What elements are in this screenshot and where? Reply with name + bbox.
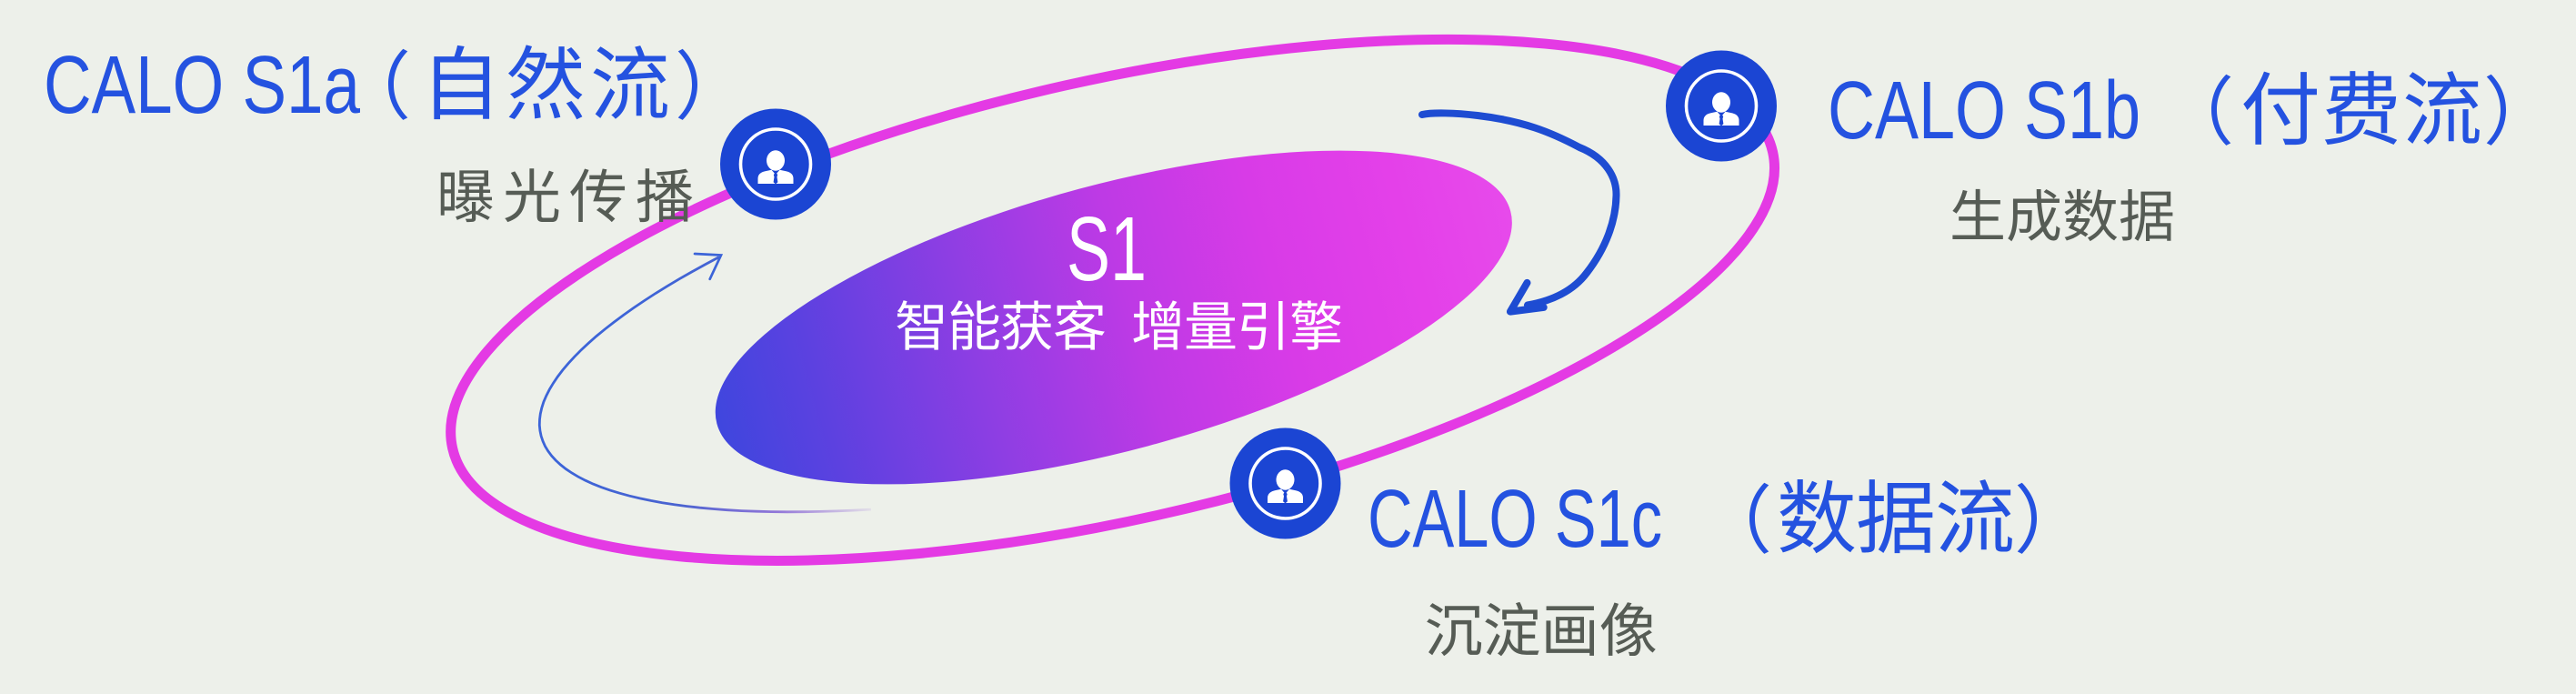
svg-text:CALO S1a: CALO S1a <box>44 40 361 131</box>
svg-text:CALO S1c: CALO S1c <box>1368 474 1662 565</box>
svg-text:CALO S1b: CALO S1b <box>1828 65 2140 156</box>
svg-text:S1: S1 <box>1067 198 1147 300</box>
